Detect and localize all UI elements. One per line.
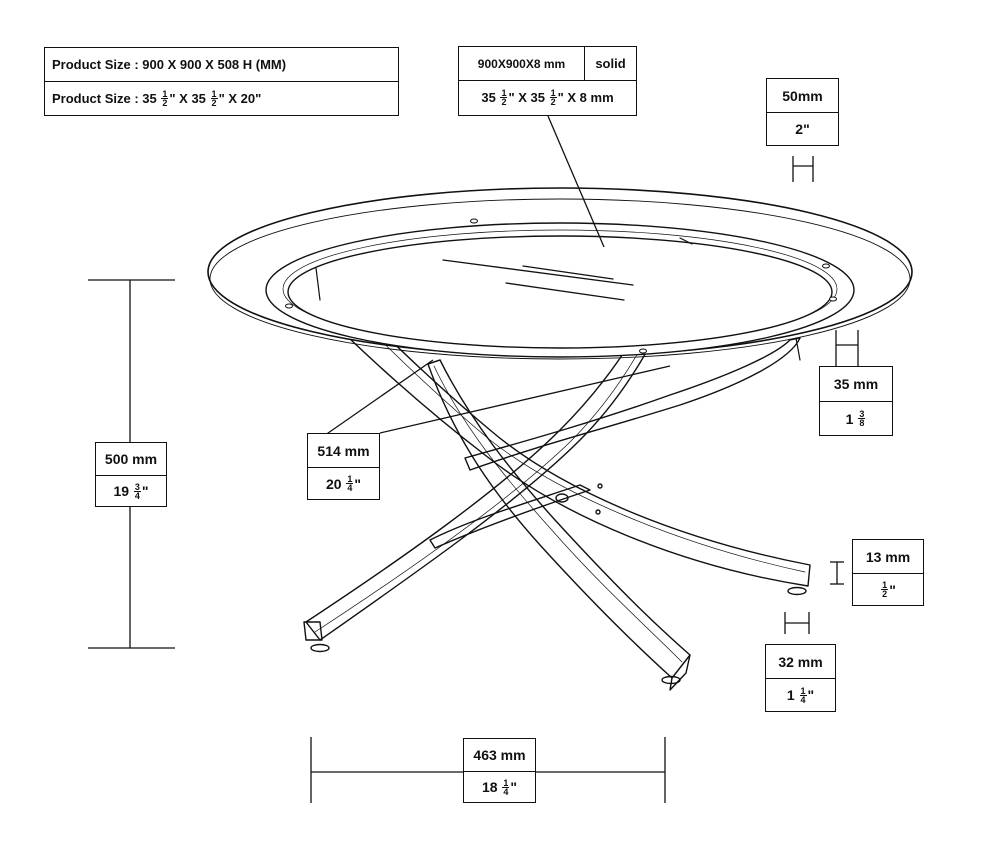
base-width-whole: 18	[481, 779, 498, 795]
glass-imperial-b: " X 35	[508, 90, 545, 105]
ring-width-whole: 1	[845, 410, 854, 427]
foot-width-suffix: "	[807, 687, 815, 703]
leg-span-mm: 514 mm	[317, 442, 370, 459]
glass-imperial-c: " X 8 mm	[557, 90, 614, 105]
foot-left	[310, 643, 330, 653]
leg-a	[309, 267, 811, 587]
support-ring-inner	[287, 235, 833, 349]
product-size-metric: Product Size : 900 X 900 X 508 H (MM)	[52, 57, 287, 72]
height-mm: 500 mm	[104, 451, 158, 467]
product-size-imperial-mid: " X 35	[169, 90, 206, 106]
product-size-imperial-prefix: Product Size : 35	[52, 90, 157, 106]
ring-width-mm: 35 mm	[833, 376, 879, 392]
foot-width-mm: 32 mm	[778, 653, 823, 670]
foot-front	[661, 675, 681, 685]
glass-dims-mm: 900X900X8 mm	[459, 47, 585, 80]
base-width-suffix: "	[510, 779, 518, 795]
glass-type: solid	[595, 56, 626, 71]
center-connector	[555, 493, 569, 503]
height-whole: 19	[113, 483, 130, 499]
foot-height-mm: 13 mm	[865, 548, 911, 565]
product-size-imperial-end: " X 20"	[218, 90, 262, 106]
foot-width-whole: 1	[786, 687, 795, 703]
top-thickness-label: 50mm 2"	[766, 78, 839, 146]
glass-imperial-a: 35	[481, 90, 496, 105]
foot-height-suffix: "	[889, 581, 896, 598]
top-thickness-inch: 2"	[767, 112, 838, 145]
top-thickness-mm: 50mm	[782, 87, 823, 104]
leg-span-whole: 20	[325, 475, 342, 492]
product-size-box: Product Size : 900 X 900 X 508 H (MM) Pr…	[44, 47, 399, 116]
foot-right	[787, 586, 807, 596]
leg-span-suffix: "	[354, 475, 362, 492]
height-suffix: "	[141, 483, 149, 499]
leg-c	[427, 359, 691, 679]
leg-d	[464, 337, 801, 471]
leg-back-left	[429, 484, 591, 549]
base-width-mm: 463 mm	[473, 747, 526, 763]
